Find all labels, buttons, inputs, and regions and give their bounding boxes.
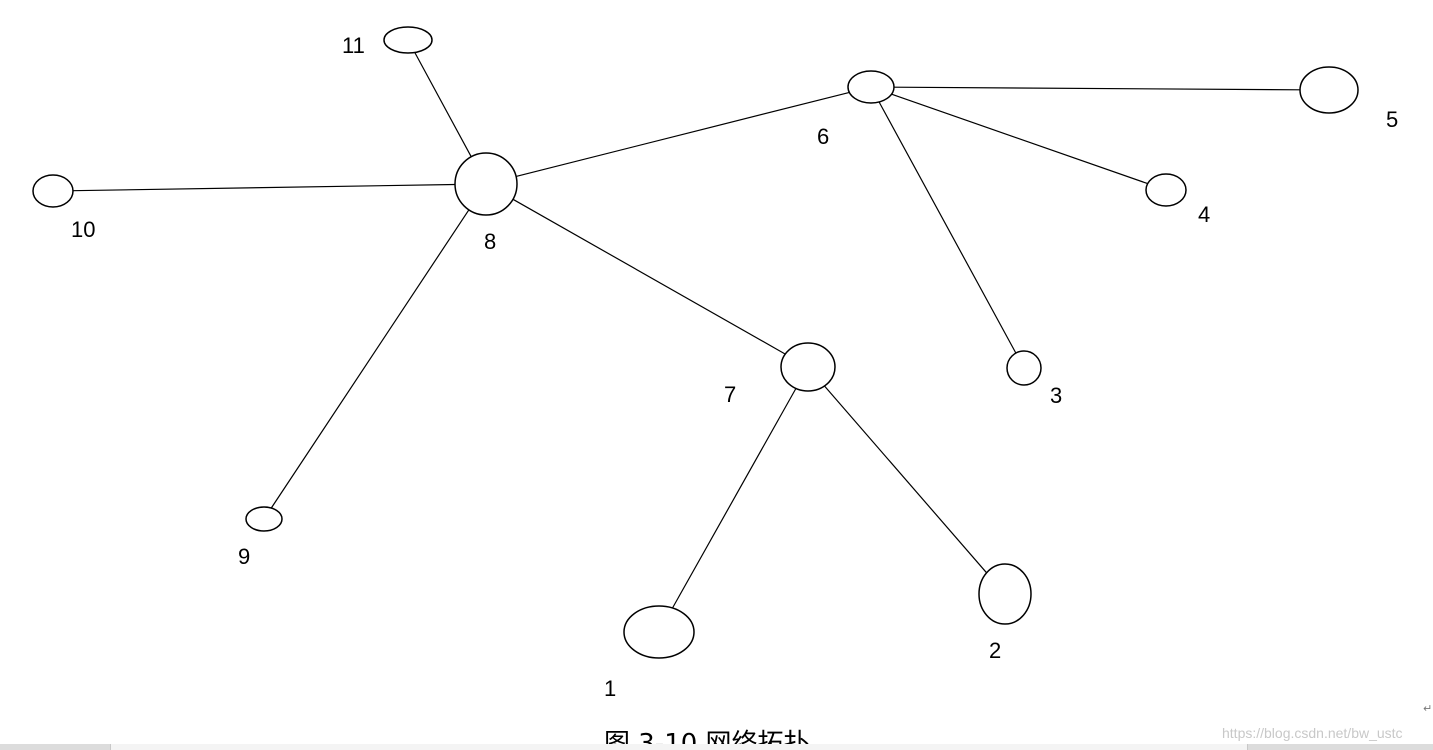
node-5 xyxy=(1299,66,1359,114)
edge-n8-n6 xyxy=(515,91,850,177)
node-10 xyxy=(32,174,74,208)
node-label-9: 9 xyxy=(238,544,250,569)
edge-n7-n2 xyxy=(824,385,988,574)
edge-n6-n4 xyxy=(891,93,1148,185)
node-label-6: 6 xyxy=(817,124,829,149)
watermark-text: https://blog.csdn.net/bw_ustc xyxy=(1222,725,1403,741)
node-7 xyxy=(780,342,836,392)
edge-group xyxy=(72,52,1301,609)
node-label-7: 7 xyxy=(724,382,736,407)
node-9 xyxy=(245,506,283,532)
node-2 xyxy=(978,563,1032,625)
edge-n8-n10 xyxy=(72,183,456,192)
paragraph-mark: ↵ xyxy=(1423,702,1432,715)
node-6 xyxy=(847,70,895,104)
node-4 xyxy=(1145,173,1187,207)
node-11 xyxy=(383,26,433,54)
edge-n8-n9 xyxy=(270,209,470,509)
node-label-5: 5 xyxy=(1386,107,1398,132)
edge-n7-n1 xyxy=(671,388,797,609)
edge-n8-n11 xyxy=(414,52,472,157)
node-label-10: 10 xyxy=(71,217,95,242)
node-8 xyxy=(454,152,518,216)
node-label-4: 4 xyxy=(1198,202,1210,227)
edge-n8-n7 xyxy=(512,198,786,355)
node-label-3: 3 xyxy=(1050,383,1062,408)
horizontal-scrollbar-track xyxy=(110,744,1248,750)
label-group: 1 2 3 4 5 6 7 8 9 10 11 xyxy=(71,33,1398,701)
node-label-2: 2 xyxy=(989,638,1001,663)
node-label-1: 1 xyxy=(604,676,616,701)
node-group xyxy=(32,26,1359,659)
node-label-11: 11 xyxy=(342,33,365,58)
node-3 xyxy=(1006,350,1042,386)
node-1 xyxy=(623,605,695,659)
edge-n6-n5 xyxy=(893,86,1301,91)
node-label-8: 8 xyxy=(484,229,496,254)
edge-n6-n3 xyxy=(878,101,1017,354)
